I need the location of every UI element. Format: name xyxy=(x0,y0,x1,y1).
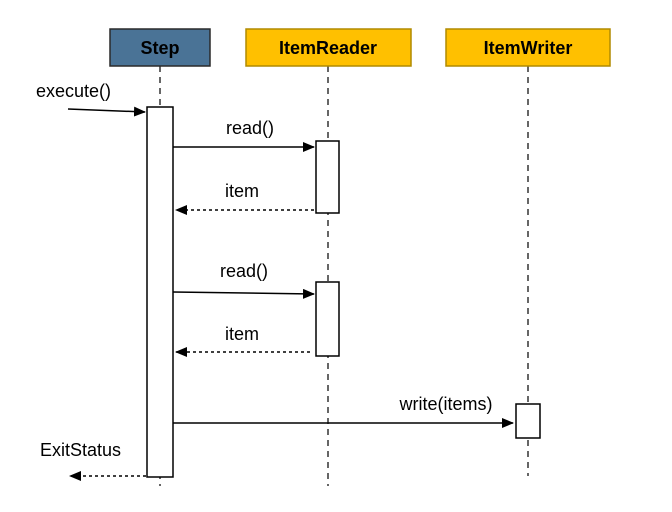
participant-itemwriter: ItemWriter xyxy=(445,28,611,67)
itemwriter-activation xyxy=(515,403,541,439)
participant-step-box xyxy=(109,28,211,67)
participant-itemreader: ItemReader xyxy=(245,28,412,67)
read-label-1: read() xyxy=(226,118,274,138)
exitstatus-label: ExitStatus xyxy=(40,440,121,460)
execute-label: execute() xyxy=(36,81,111,101)
execute-arrow xyxy=(67,106,146,117)
item-label-2: item xyxy=(225,324,259,344)
step-activation xyxy=(146,106,174,478)
participant-step: Step xyxy=(109,28,211,67)
participant-itemreader-label: ItemReader xyxy=(279,38,377,58)
itemreader-activation-2 xyxy=(315,281,340,357)
participant-itemwriter-label: ItemWriter xyxy=(484,38,573,58)
participant-itemreader-box xyxy=(245,28,412,67)
participant-itemwriter-box xyxy=(445,28,611,67)
participant-step-label: Step xyxy=(140,38,179,58)
itemreader-activation-1 xyxy=(315,140,340,214)
item-label-1: item xyxy=(225,181,259,201)
read-label-2: read() xyxy=(220,261,268,281)
read-arrow-2 xyxy=(172,288,315,299)
write-label: write(items) xyxy=(399,394,493,414)
